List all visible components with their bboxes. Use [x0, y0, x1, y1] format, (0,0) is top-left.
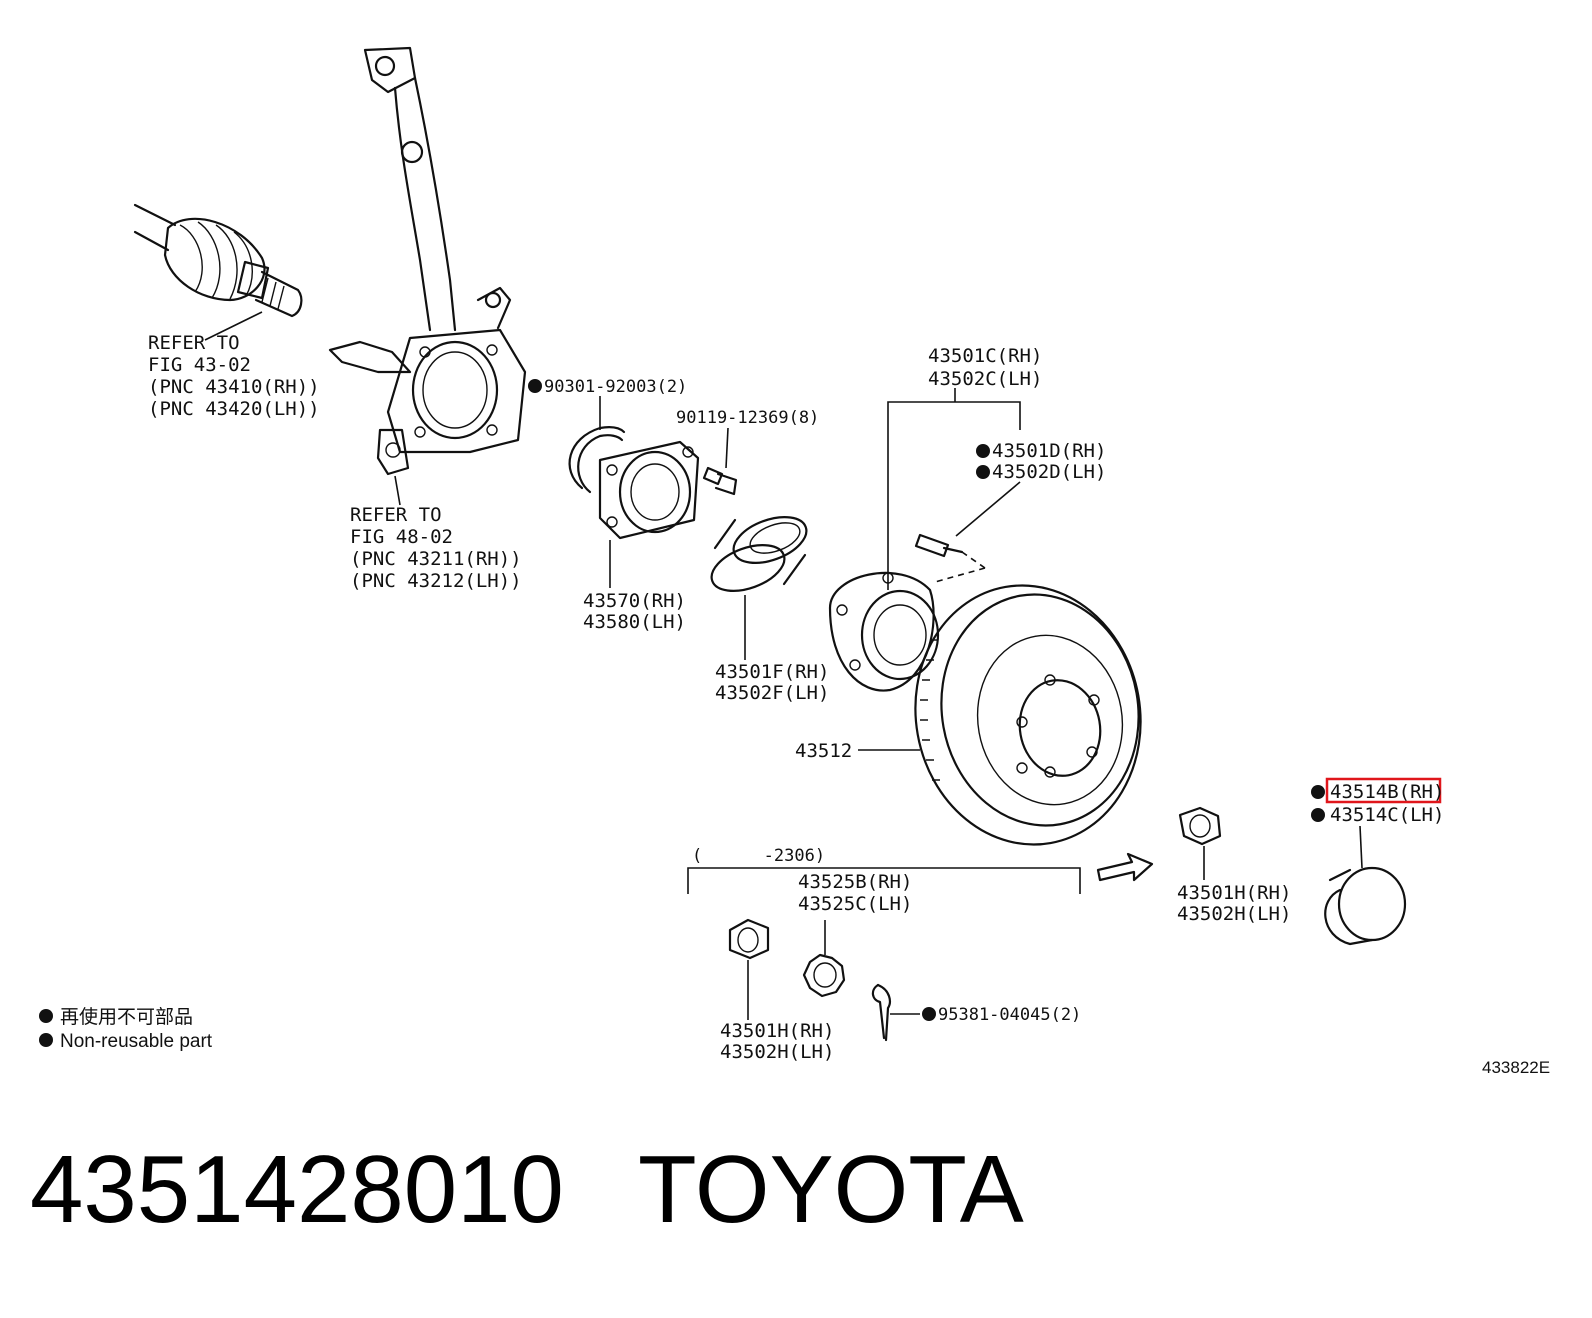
label-snap-ring-text: 90301-92003(2) [544, 377, 687, 397]
label-nut-bottom-lh: 43502H(LH) [720, 1041, 834, 1063]
label-cap[interactable]: 43514B(RH) 43514C(LH) [1311, 777, 1444, 826]
non-reusable-dot [922, 1007, 936, 1021]
refer-knuckle-line-2: FIG 48-02 [350, 526, 453, 548]
label-nut-right[interactable]: 43501H(RH) 43502H(LH) [1177, 882, 1291, 925]
label-cap-highlight: 43514B(RH) [1330, 781, 1444, 803]
leader-lines [204, 311, 1363, 1020]
non-reusable-dot [39, 1009, 53, 1023]
label-disc-text: 43512 [795, 740, 852, 762]
label-snap-ring[interactable]: 90301-92003(2) [528, 377, 687, 397]
label-cotter-pin[interactable]: 95381-04045(2) [922, 1005, 1081, 1025]
drive-shaft-drawing [133, 203, 303, 318]
non-reusable-dot [1311, 785, 1325, 799]
non-reusable-dot [976, 465, 990, 479]
refer-driveshaft-line-1: REFER TO [148, 332, 240, 354]
label-hub-bolt-rh: 43501D(RH) [992, 440, 1106, 462]
label-hub-bolt-lh: 43502D(LH) [992, 461, 1106, 483]
label-date-range-text: ( -2306) [692, 846, 825, 866]
legend: 再使用不可部品 Non-reusable part [39, 1006, 213, 1052]
label-nut-bottom[interactable]: 43501H(RH) 43502H(LH) [720, 1020, 834, 1063]
legend-english: Non-reusable part [60, 1031, 213, 1052]
label-bearing-rh: 43570(RH) [583, 590, 686, 612]
cotter-pin-drawing [871, 983, 891, 1042]
brake-disc-drawing [914, 584, 1142, 846]
label-nut-right-lh: 43502H(LH) [1177, 903, 1291, 925]
figure-id: 433822E [1482, 1058, 1550, 1077]
direction-arrow [1096, 852, 1154, 882]
label-hub-assy-lh: 43502C(LH) [928, 368, 1042, 390]
label-nut-right-rh: 43501H(RH) [1177, 882, 1291, 904]
refer-driveshaft-line-2: FIG 43-02 [148, 354, 251, 376]
non-reusable-dot [39, 1033, 53, 1047]
non-reusable-dot [528, 379, 542, 393]
brand-title: TOYOTA [638, 1136, 1024, 1243]
label-nut-bottom-rh: 43501H(RH) [720, 1020, 834, 1042]
non-reusable-dot [1311, 808, 1325, 822]
label-disc[interactable]: 43512 [795, 740, 852, 762]
label-seal-rh: 43501F(RH) [715, 661, 829, 683]
non-reusable-dot [976, 444, 990, 458]
label-cotter-pin-text: 95381-04045(2) [938, 1005, 1081, 1025]
label-hub-assy[interactable]: 43501C(RH) 43502C(LH) [928, 345, 1042, 390]
label-seal[interactable]: 43501F(RH) 43502F(LH) [715, 661, 829, 704]
hub-bearing-drawing [598, 440, 700, 540]
refer-knuckle-line-3: (PNC 43211(RH)) [350, 548, 522, 570]
refer-knuckle-line-1: REFER TO [350, 504, 442, 526]
small-bolt-drawing [702, 466, 738, 496]
hub-nut-right-drawing [1178, 806, 1222, 846]
label-bearing-lh: 43580(LH) [583, 611, 686, 633]
refer-knuckle-line-4: (PNC 43212(LH)) [350, 570, 522, 592]
label-lock-cap-lh: 43525C(LH) [798, 893, 912, 915]
refer-driveshaft-line-3: (PNC 43410(RH)) [148, 376, 320, 398]
oil-seal-drawing [710, 516, 808, 592]
snap-ring-drawing [568, 426, 626, 494]
label-cap-lh: 43514C(LH) [1330, 804, 1444, 826]
steering-knuckle-drawing [328, 46, 527, 476]
label-hub-bolt-small-text: 90119-12369(8) [676, 408, 819, 428]
label-hub-bolt-small[interactable]: 90119-12369(8) [676, 408, 819, 428]
part-number-title: 4351428010 [30, 1136, 564, 1243]
legend-japanese: 再使用不可部品 [60, 1006, 193, 1028]
label-bearing[interactable]: 43570(RH) 43580(LH) [583, 590, 686, 633]
grease-cap-drawing [1324, 866, 1407, 946]
label-date-range: ( -2306) [692, 846, 825, 866]
lock-nut-cap-drawing [802, 953, 846, 998]
label-seal-lh: 43502F(LH) [715, 682, 829, 704]
label-lock-cap[interactable]: 43525B(RH) 43525C(LH) [798, 871, 912, 915]
refer-driveshaft-line-4: (PNC 43420(LH)) [148, 398, 320, 420]
refer-knuckle: REFER TO FIG 48-02 (PNC 43211(RH)) (PNC … [350, 504, 522, 592]
axle-hub-drawing [828, 533, 986, 692]
label-hub-assy-rh: 43501C(RH) [928, 345, 1042, 367]
label-lock-cap-rh: 43525B(RH) [798, 871, 912, 893]
refer-driveshaft: REFER TO FIG 43-02 (PNC 43410(RH)) (PNC … [148, 332, 320, 420]
hub-nut-bottom-drawing [728, 918, 770, 960]
highlight-box [1325, 777, 1442, 804]
label-hub-bolt[interactable]: 43501D(RH) 43502D(LH) [976, 440, 1106, 483]
